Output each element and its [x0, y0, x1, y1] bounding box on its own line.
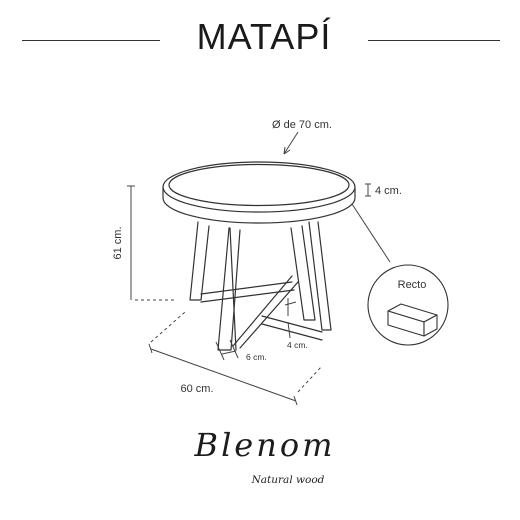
leg-width-tick-a: [215, 341, 225, 361]
diameter-arrowhead: [283, 146, 291, 155]
brand-block: Blenom Natural wood: [0, 420, 520, 500]
width-dash-right: [297, 365, 323, 393]
table-top: [162, 161, 356, 224]
diameter-leader: [283, 131, 299, 155]
leg-width-label: 6 cm.: [246, 352, 267, 362]
leg-depth-tick: [284, 301, 297, 306]
title-row: MATAPÍ: [0, 14, 520, 64]
leg-depth-label: 4 cm.: [287, 340, 308, 350]
detail-label: Recto: [398, 279, 427, 291]
brand-logo: Blenom: [194, 426, 336, 464]
leg-width-line: [221, 350, 237, 355]
width-dash-left: [150, 311, 186, 343]
title-rule-left: [22, 40, 160, 41]
brand-tagline: Natural wood: [251, 474, 325, 486]
product-title: MATAPÍ: [196, 16, 332, 57]
width-label: 60 cm.: [180, 383, 213, 395]
leg-depth-leader-2: [287, 321, 291, 339]
height-label: 61 cm.: [112, 226, 124, 259]
edge-detail: [367, 264, 449, 346]
thickness-label: 4 cm.: [375, 185, 402, 197]
edge-profile-side: [423, 314, 438, 337]
width-ticks: [148, 343, 298, 406]
width-line: [150, 348, 297, 402]
table-legs: [189, 221, 332, 351]
leg-width-tick-b: [229, 339, 239, 359]
detail-leader: [351, 203, 391, 263]
title-rule-right: [368, 40, 500, 41]
thickness-marker: [365, 183, 371, 197]
diameter-label: Ø de 70 cm.: [272, 119, 332, 131]
